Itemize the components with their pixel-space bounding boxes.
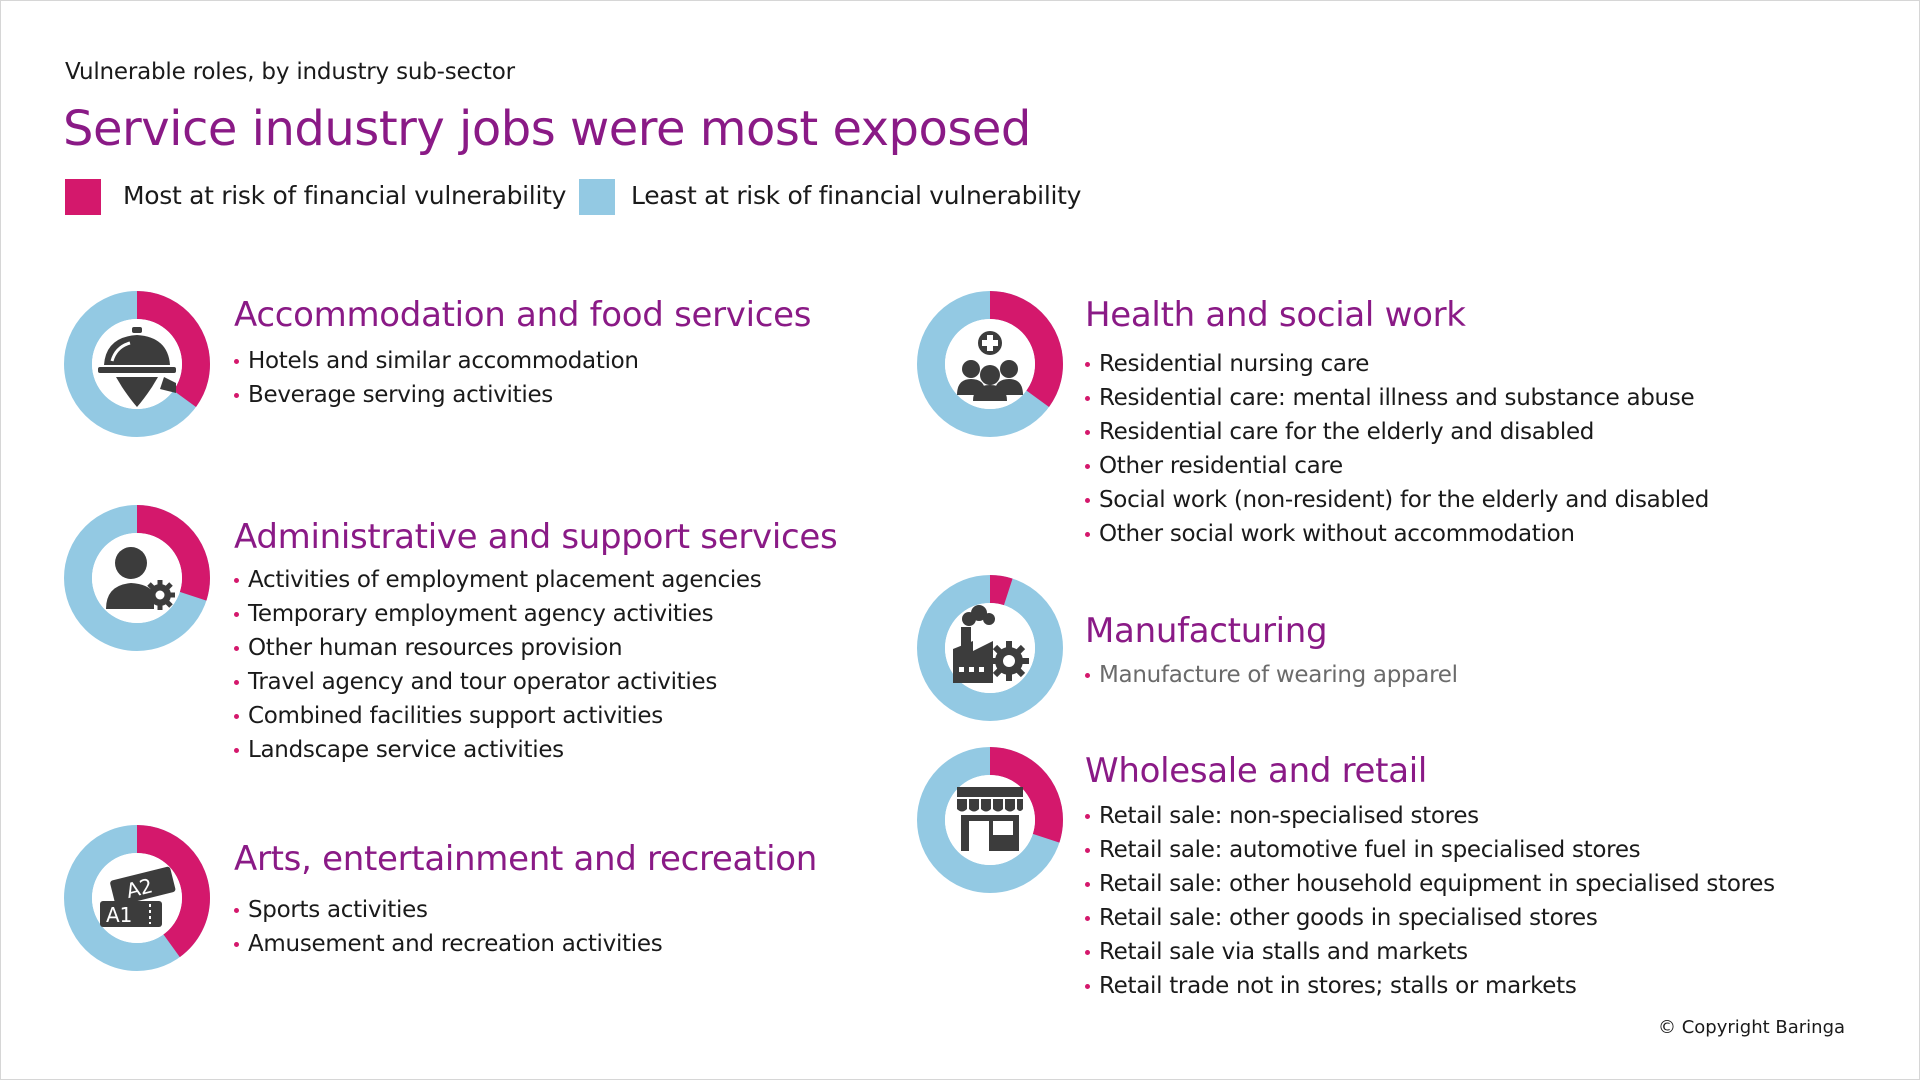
donut-chart — [917, 747, 1063, 893]
list-item: Amusement and recreation activities — [234, 927, 663, 961]
sector-items: Sports activities Amusement and recreati… — [234, 893, 663, 961]
sector-items: Residential nursing care Residential car… — [1085, 347, 1709, 551]
list-item: Combined facilities support activities — [234, 699, 761, 733]
copyright-text: © Copyright Baringa — [1658, 1017, 1846, 1038]
donut-chart — [917, 575, 1063, 721]
donut-slice-most — [917, 575, 1063, 721]
sector-items: Hotels and similar accommodation Beverag… — [234, 344, 639, 412]
medical-team-icon — [957, 331, 1023, 401]
legend-swatch-most — [65, 179, 101, 215]
donut-chart — [64, 291, 210, 437]
sector-title: Accommodation and food services — [234, 295, 812, 335]
list-item: Retail sale: automotive fuel in speciali… — [1085, 833, 1775, 867]
list-item: Other residential care — [1085, 449, 1709, 483]
list-item: Other social work without accommodation — [1085, 517, 1709, 551]
donut-slice-most — [64, 825, 210, 971]
list-item: Temporary employment agency activities — [234, 597, 761, 631]
cloche-waiter-icon — [98, 327, 176, 407]
list-item: Retail trade not in stores; stalls or ma… — [1085, 969, 1775, 1003]
list-item: Activities of employment placement agenc… — [234, 563, 762, 597]
list-item: Social work (non-resident) for the elder… — [1085, 483, 1709, 517]
list-item: Retail sale via stalls and markets — [1085, 935, 1775, 969]
sector-items: Retail sale: non-specialised stores Reta… — [1085, 799, 1775, 1003]
svg-text:A2: A2 — [124, 873, 155, 903]
legend-swatch-least — [579, 179, 615, 215]
list-item: Hotels and similar accommodation — [234, 344, 639, 378]
list-item: Retail sale: other household equipment i… — [1085, 867, 1775, 901]
list-item: Sports activities — [234, 893, 662, 927]
donut-slice-most — [917, 747, 1063, 893]
donut-chart — [64, 505, 210, 651]
donut-slice-most — [64, 505, 210, 651]
sector-title: Health and social work — [1085, 295, 1466, 335]
legend-label-most: Most at risk of financial vulnerability — [123, 181, 567, 210]
sector-items: Manufacture of wearing apparel — [1085, 658, 1458, 692]
list-item: Other human resources provision — [234, 631, 761, 665]
donut-svg — [64, 291, 210, 437]
sector-title: Wholesale and retail — [1085, 751, 1428, 791]
list-item: Residential nursing care — [1085, 347, 1709, 381]
donut-chart — [917, 291, 1063, 437]
donut-slice-most — [917, 291, 1063, 437]
list-item: Residential care: mental illness and sub… — [1085, 381, 1709, 415]
list-item: Residential care for the elderly and dis… — [1085, 415, 1709, 449]
svg-text:A1: A1 — [106, 903, 132, 927]
list-item: Manufacture of wearing apparel — [1085, 658, 1458, 692]
donut-slice-most — [64, 291, 210, 437]
list-item: Beverage serving activities — [234, 378, 639, 412]
donut-chart: A2 A1 — [64, 825, 210, 971]
person-gear-icon — [106, 547, 175, 610]
sector-items: Activities of employment placement agenc… — [234, 563, 762, 767]
storefront-icon — [957, 787, 1023, 851]
chart-subtitle: Vulnerable roles, by industry sub-sector — [65, 59, 515, 85]
sector-title: Manufacturing — [1085, 611, 1328, 651]
sector-title: Arts, entertainment and recreation — [234, 839, 818, 879]
factory-gear-icon — [953, 605, 1029, 683]
list-item: Retail sale: other goods in specialised … — [1085, 901, 1775, 935]
tickets-icon: A2 A1 — [100, 866, 176, 927]
chart-title: Service industry jobs were most exposed — [63, 101, 1031, 157]
list-item: Retail sale: non-specialised stores — [1085, 799, 1775, 833]
list-item: Landscape service activities — [234, 733, 761, 767]
list-item: Travel agency and tour operator activiti… — [234, 665, 761, 699]
sector-title: Administrative and support services — [234, 517, 838, 557]
legend-label-least: Least at risk of financial vulnerability — [631, 181, 1082, 210]
